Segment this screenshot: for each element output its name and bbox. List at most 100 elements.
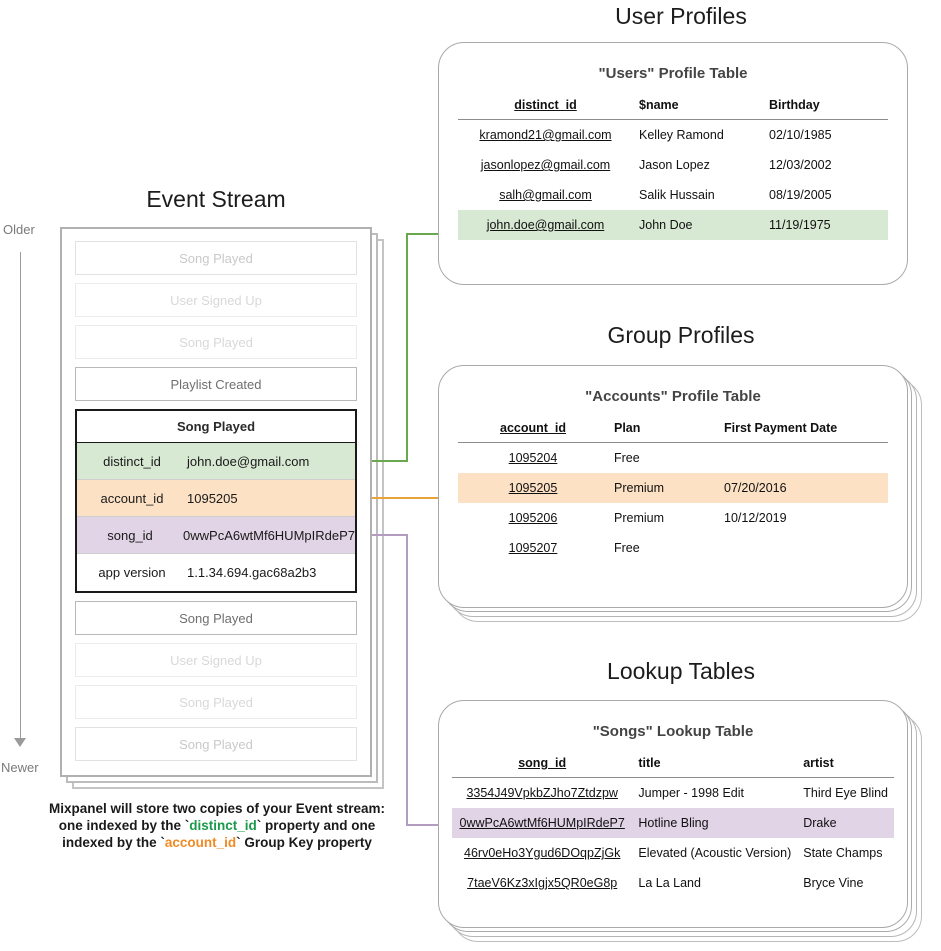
green-segment-h2 xyxy=(406,233,457,235)
users-card-stack: "Users" Profile Table distinct_id $name … xyxy=(438,42,908,285)
event-item[interactable]: Song Played xyxy=(75,241,357,275)
accounts-card-stack: "Accounts" Profile Table account_id Plan… xyxy=(438,365,922,622)
cell-distinct-id: salh@gmail.com xyxy=(499,188,592,202)
timeline-newer-label: Newer xyxy=(1,760,39,775)
songs-lookup-card: "Songs" Lookup Table song_id title artis… xyxy=(438,700,908,928)
event-item[interactable]: Playlist Created xyxy=(75,367,357,401)
event-property-value: 0wwPcA6wtMf6HUMpIRdeP7 xyxy=(183,527,355,543)
event-item[interactable]: User Signed Up xyxy=(75,643,357,677)
event-item[interactable]: Song Played xyxy=(75,685,357,719)
cell-first-payment-date xyxy=(718,443,888,474)
event-property-value: 1.1.34.694.gac68a2b3 xyxy=(187,565,317,580)
event-item[interactable]: Song Played xyxy=(75,601,357,635)
backtick-close: ` xyxy=(236,835,241,850)
cell-name: Salik Hussain xyxy=(639,188,715,202)
user-profiles-title: User Profiles xyxy=(615,3,747,29)
table-row[interactable]: jasonlopez@gmail.com Jason Lopez 12/03/2… xyxy=(458,150,888,180)
caption-line-3-pre: indexed by the xyxy=(62,835,161,850)
cell-title: Elevated (Acoustic Version) xyxy=(638,846,792,860)
cell-plan: Free xyxy=(614,541,640,555)
table-row[interactable]: salh@gmail.com Salik Hussain 08/19/2005 xyxy=(458,180,888,210)
songs-table-title: "Songs" Lookup Table xyxy=(592,723,754,740)
event-list-below: Song Played User Signed Up Song Played S… xyxy=(75,601,357,761)
cell-first-payment-date: 10/12/2019 xyxy=(724,511,787,525)
users-profile-card: "Users" Profile Table distinct_id $name … xyxy=(438,42,908,285)
green-segment-v xyxy=(406,233,408,461)
purple-segment-h2 xyxy=(406,824,457,826)
timeline-arrow-icon xyxy=(14,738,26,747)
selected-event-name: Song Played xyxy=(77,411,355,443)
cell-distinct-id: jasonlopez@gmail.com xyxy=(480,158,611,172)
table-row-highlighted[interactable]: 0wwPcA6wtMf6HUMpIRdeP7 Hotline Bling Dra… xyxy=(452,808,894,838)
orange-segment-h xyxy=(372,497,457,499)
accounts-profile-card: "Accounts" Profile Table account_id Plan… xyxy=(438,365,908,608)
table-header-row: song_id title artist xyxy=(452,752,894,778)
table-row-highlighted[interactable]: 1095205 Premium 07/20/2016 xyxy=(458,473,888,503)
cell-plan: Free xyxy=(614,451,640,465)
cell-name: Kelley Ramond xyxy=(639,128,724,142)
table-row[interactable]: 1095207 Free xyxy=(458,533,888,563)
cell-account-id: 1095207 xyxy=(508,541,558,555)
column-header-birthday: Birthday xyxy=(763,94,888,120)
caption-account-id-key: account_id xyxy=(164,835,237,850)
green-segment-h1 xyxy=(372,460,408,462)
event-property-row: app version 1.1.34.694.gac68a2b3 xyxy=(77,554,355,591)
cell-birthday: 12/03/2002 xyxy=(769,158,832,172)
cell-song-id: 3354J49VpkbZJho7Ztdzpw xyxy=(466,786,618,800)
event-item[interactable]: Song Played xyxy=(75,727,357,761)
event-property-row: distinct_id john.doe@gmail.com xyxy=(77,443,355,480)
users-table-title: "Users" Profile Table xyxy=(598,65,748,82)
purple-segment-h1 xyxy=(372,534,408,536)
backtick-open: ` xyxy=(160,835,165,850)
table-row[interactable]: 46rv0eHo3Ygud6DOqpZjGk Elevated (Acousti… xyxy=(452,838,894,868)
cell-song-id: 7taeV6Kz3xIgjx5QR0eG8p xyxy=(467,876,618,890)
backtick-open: ` xyxy=(184,818,190,833)
cell-birthday: 02/10/1985 xyxy=(769,128,832,142)
purple-segment-v xyxy=(406,534,408,825)
caption-text: Mixpanel will store two copies of your E… xyxy=(28,800,406,851)
cell-first-payment-date: 07/20/2016 xyxy=(718,473,888,503)
event-item[interactable]: User Signed Up xyxy=(75,283,357,317)
caption-line-2-post: property and one xyxy=(261,818,376,833)
table-row[interactable]: kramond21@gmail.com Kelley Ramond 02/10/… xyxy=(458,120,888,151)
cell-title: La La Land xyxy=(638,876,701,890)
table-row[interactable]: 3354J49VpkbZJho7Ztdzpw Jumper - 1998 Edi… xyxy=(452,778,894,809)
event-stream-title: Event Stream xyxy=(146,186,286,212)
event-property-value: john.doe@gmail.com xyxy=(187,453,310,469)
cell-birthday: 08/19/2005 xyxy=(769,188,832,202)
caption-line-2: one indexed by the `distinct_id` propert… xyxy=(28,817,406,834)
event-property-key: distinct_id xyxy=(103,453,161,469)
event-stream-panel: Song Played User Signed Up Song Played P… xyxy=(60,227,372,777)
caption-line-3-post: Group Key property xyxy=(240,835,372,850)
cell-name: John Doe xyxy=(633,210,763,240)
songs-lookup-table: song_id title artist 3354J49VpkbZJho7Ztd… xyxy=(452,752,894,898)
cell-title: Hotline Bling xyxy=(632,808,798,838)
cell-song-id: 0wwPcA6wtMf6HUMpIRdeP7 xyxy=(452,808,633,838)
cell-plan: Premium xyxy=(614,511,665,525)
table-row[interactable]: 7taeV6Kz3xIgjx5QR0eG8p La La Land Bryce … xyxy=(452,868,894,898)
group-profiles-title: Group Profiles xyxy=(607,322,755,348)
cell-plan: Premium xyxy=(608,473,718,503)
backtick-close: ` xyxy=(256,818,262,833)
table-header-row: account_id Plan First Payment Date xyxy=(458,417,888,443)
cell-artist: Third Eye Blind xyxy=(803,786,888,800)
column-header-title: title xyxy=(632,752,798,778)
column-header-song-id: song_id xyxy=(452,752,633,778)
cell-account-id: 1095204 xyxy=(508,451,558,465)
event-item[interactable]: Song Played xyxy=(75,325,357,359)
timeline-older-label: Older xyxy=(3,222,35,237)
event-property-key: account_id xyxy=(100,490,164,506)
table-header-row: distinct_id $name Birthday xyxy=(458,94,888,120)
caption-distinct-id-key: distinct_id xyxy=(189,818,257,833)
selected-event-card[interactable]: Song Played distinct_id john.doe@gmail.c… xyxy=(75,409,357,593)
timeline-axis xyxy=(20,252,21,742)
table-row[interactable]: 1095204 Free xyxy=(458,443,888,474)
table-row-highlighted[interactable]: john.doe@gmail.com John Doe 11/19/1975 xyxy=(458,210,888,240)
cell-distinct-id: john.doe@gmail.com xyxy=(458,210,633,240)
cell-artist: Bryce Vine xyxy=(803,876,864,890)
cell-artist: State Champs xyxy=(803,846,883,860)
cell-distinct-id: kramond21@gmail.com xyxy=(479,128,612,142)
table-row[interactable]: 1095206 Premium 10/12/2019 xyxy=(458,503,888,533)
accounts-table-title: "Accounts" Profile Table xyxy=(585,388,761,405)
